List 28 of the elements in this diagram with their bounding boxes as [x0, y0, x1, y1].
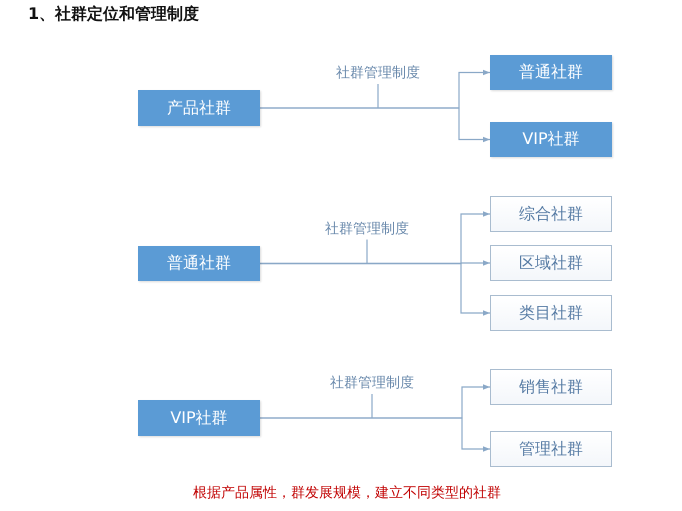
- box-label: 销售社群: [519, 376, 583, 398]
- subgroup-box: [490, 196, 612, 232]
- subgroup-box: [490, 369, 612, 405]
- subgroup-box: [490, 295, 612, 331]
- box-label: VIP社群: [522, 129, 580, 150]
- edge-label: 社群管理制度: [334, 64, 422, 82]
- box-label: 普通社群: [519, 62, 583, 83]
- box-label: 类目社群: [519, 302, 583, 324]
- subgroup-box: [490, 245, 612, 281]
- box-label: 产品社群: [167, 98, 231, 118]
- edge-label: 社群管理制度: [323, 220, 411, 238]
- group-box: [138, 400, 260, 436]
- group-box: [138, 246, 260, 281]
- diagram-title: 1、社群定位和管理制度: [28, 4, 200, 25]
- subgroup-box: [490, 431, 612, 467]
- box-label: 管理社群: [519, 438, 583, 460]
- arrow: [260, 262, 490, 316]
- edge-label: 社群管理制度: [328, 374, 416, 392]
- box-label: 综合社群: [519, 204, 583, 224]
- arrow: [260, 417, 490, 452]
- group-box: [490, 122, 612, 157]
- box-label: 区域社群: [519, 252, 583, 274]
- caption: 根据产品属性，群发展规模，建立不同类型的社群: [193, 484, 501, 502]
- group-box: [490, 55, 612, 90]
- arrow: [260, 107, 490, 142]
- group-box: [138, 90, 260, 126]
- box-label: VIP社群: [170, 408, 228, 428]
- box-label: 普通社群: [167, 253, 231, 274]
